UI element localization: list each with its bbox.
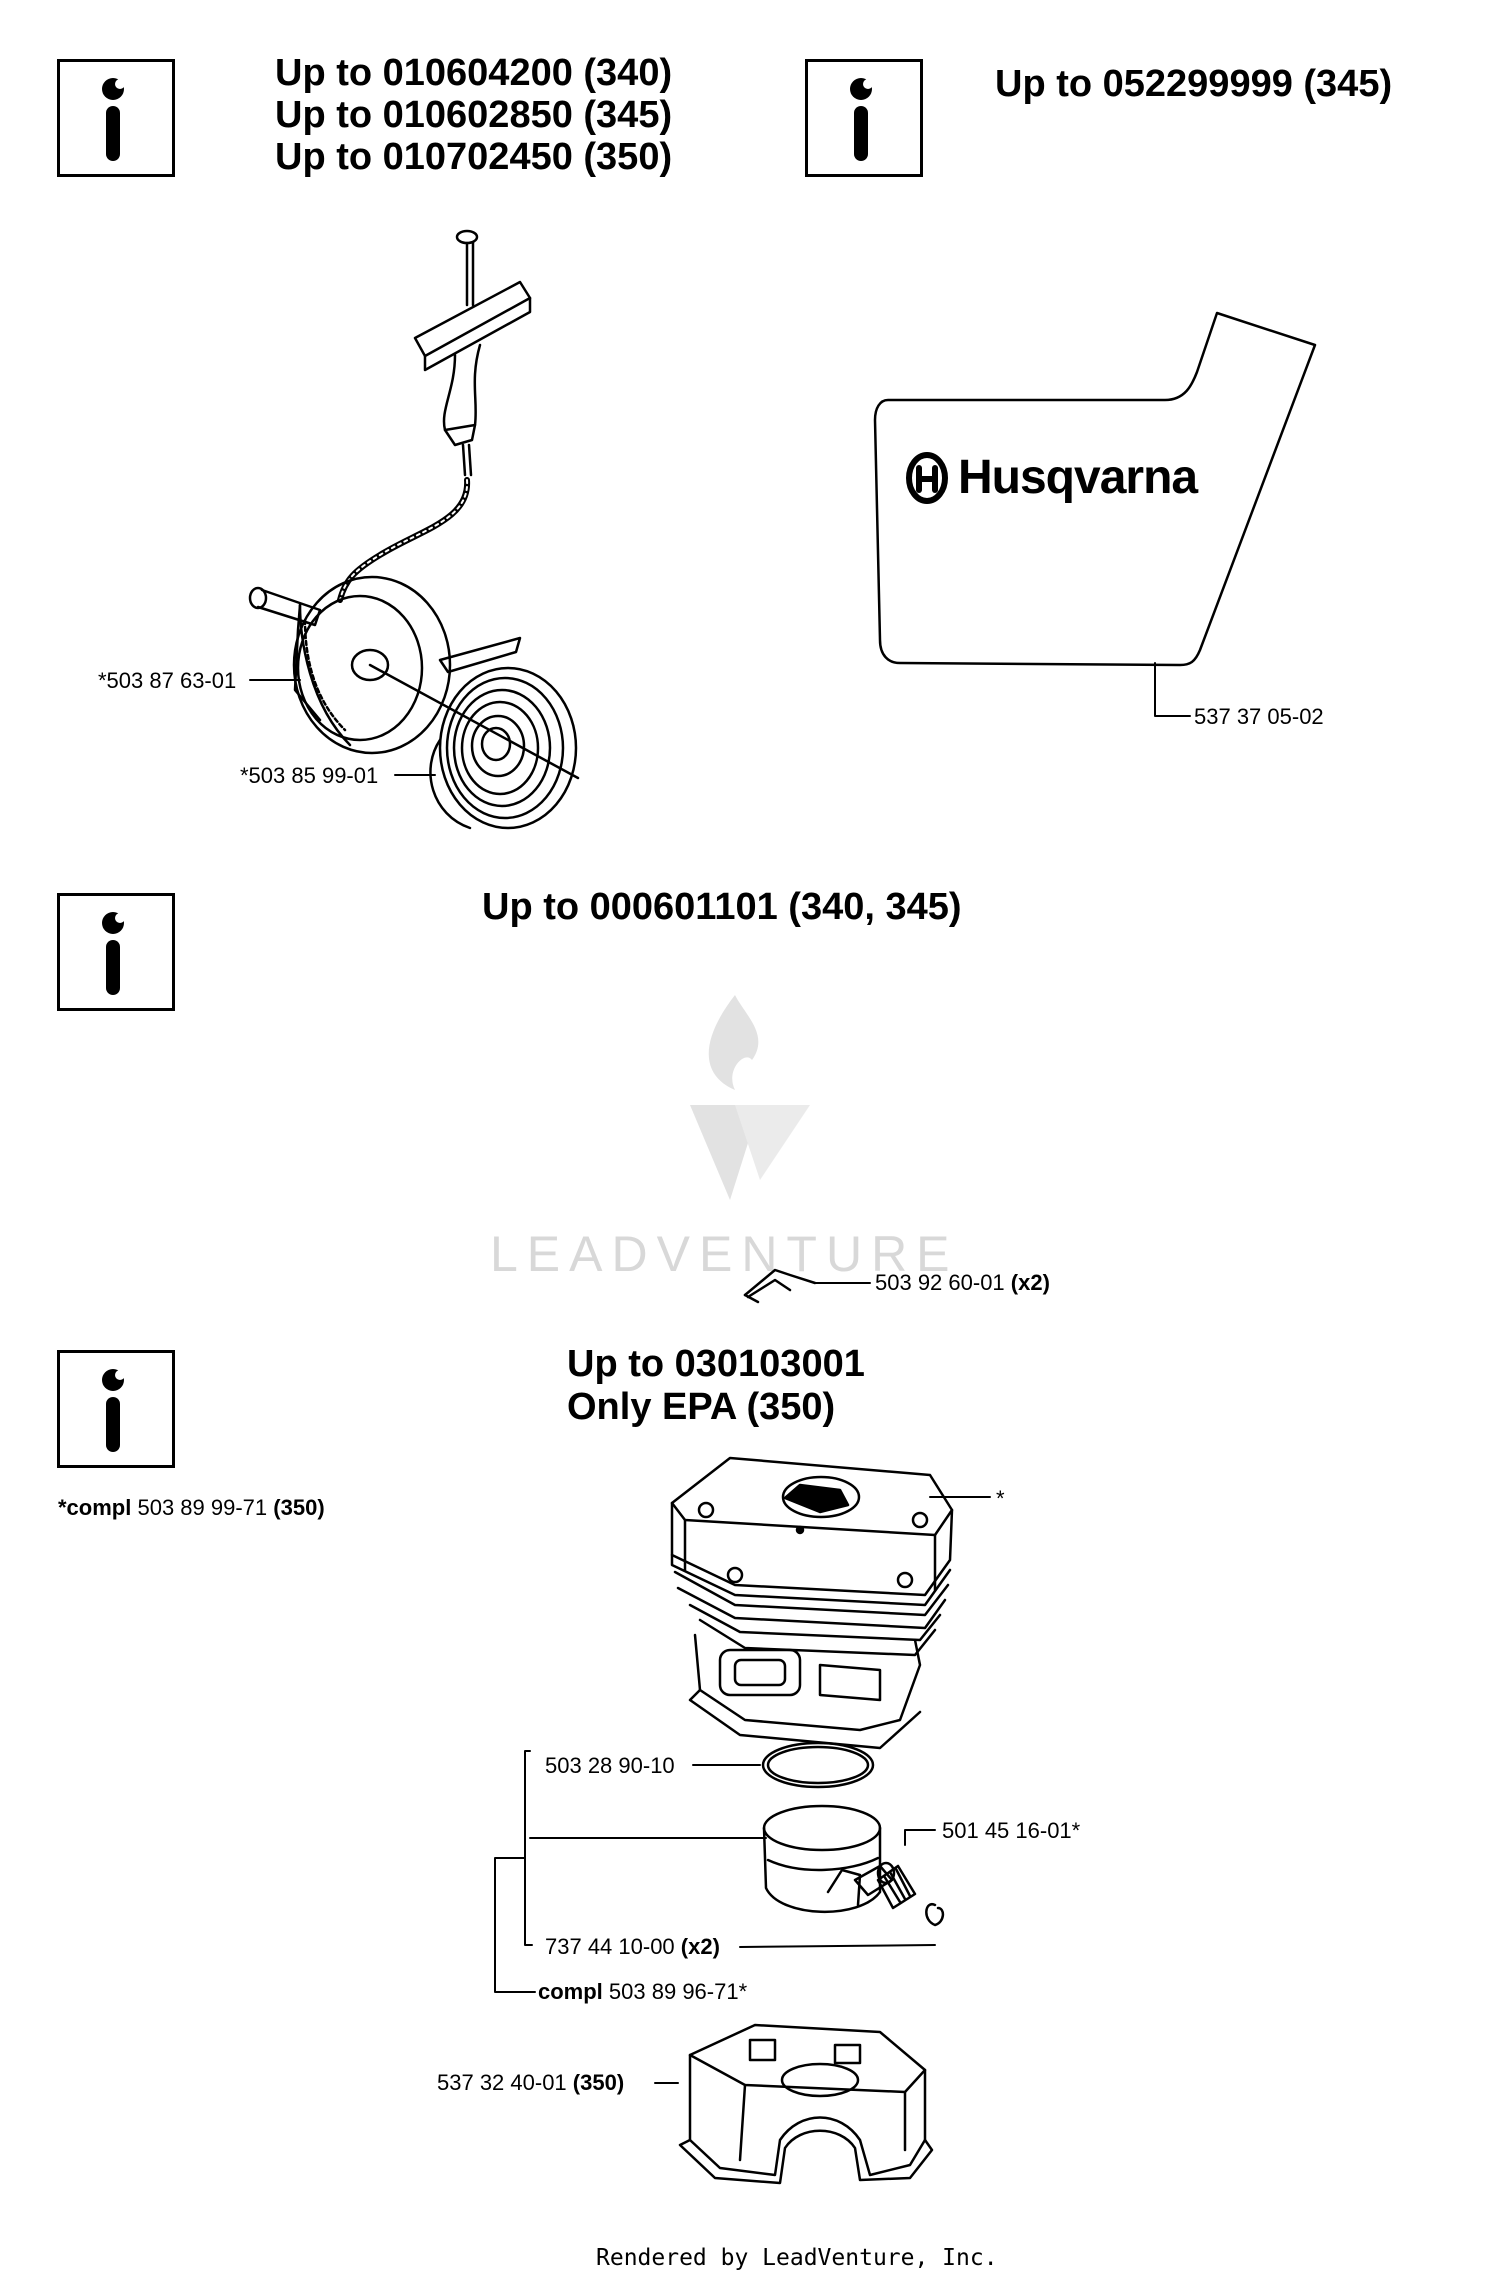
cylinder-marker: *: [996, 1486, 1005, 1511]
section1-left-header-line2: Up to 010602850 (345): [275, 94, 673, 136]
piston-drawing: [762, 1804, 882, 1914]
decompression-valve-drawing: [743, 1268, 817, 1304]
part-label-piston-kit: compl 503 89 96-71*: [538, 1979, 748, 2004]
section1-left-header-line3: Up to 010702450 (350): [275, 136, 673, 178]
info-icon: [850, 78, 873, 161]
section3-header-line2: Only EPA (350): [567, 1386, 836, 1428]
part-label-piston-ring: 503 28 90-10: [545, 1753, 675, 1778]
starter-rope: [337, 477, 471, 603]
section1-right-header: Up to 052299999 (345): [995, 63, 1393, 105]
part-label-starter-pulley: *503 87 63-01: [98, 668, 237, 693]
info-icon-box-4: [57, 1350, 175, 1468]
circlip-drawing: [925, 1902, 945, 1927]
part-label-decal: 537 37 05-02: [1194, 704, 1324, 729]
screw-drawing: [248, 586, 322, 627]
piston-ring-drawing: [761, 1741, 875, 1789]
part-label-crankcase: 537 32 40-01 (350): [437, 2070, 625, 2095]
info-icon: [102, 78, 125, 161]
info-icon: [102, 912, 125, 995]
axis-line: [368, 663, 580, 780]
part-label-circlip: 737 44 10-00 (x2): [545, 1934, 720, 1959]
info-icon: [102, 1369, 125, 1452]
decal-outline: [873, 311, 1317, 667]
part-label-decompression-valve: 503 92 60-01 (x2): [875, 1270, 1050, 1295]
info-icon-box-1: [57, 59, 175, 177]
section1-left-header-line1: Up to 010604200 (340): [275, 52, 673, 94]
section3-header-line1: Up to 030103001: [567, 1343, 865, 1385]
part-label-recoil-spring: *503 85 99-01: [240, 763, 379, 788]
needle-bearing-drawing: [876, 1864, 917, 1910]
compl-cylinder-label: *compl 503 89 99-71 (350): [58, 1495, 325, 1520]
decal-brand-text: Husqvarna: [958, 451, 1198, 504]
info-icon-box-2: [805, 59, 923, 177]
info-icon-box-3: [57, 893, 175, 1011]
footer-rendered-by: Rendered by LeadVenture, Inc.: [596, 2245, 998, 2271]
watermark-text: LEADVENTURE: [490, 1226, 959, 1282]
husqvarna-logo-icon: [906, 452, 948, 504]
cylinder-drawing: [670, 1456, 954, 1750]
recoil-spring-drawing: [429, 636, 578, 830]
starter-pulley-drawing: [292, 575, 452, 755]
part-label-needle-bearing: 501 45 16-01*: [942, 1818, 1081, 1843]
starter-handle-drawing: [413, 229, 532, 477]
section2-header: Up to 000601101 (340, 345): [482, 886, 962, 928]
crankcase-drawing: [678, 2023, 934, 2185]
